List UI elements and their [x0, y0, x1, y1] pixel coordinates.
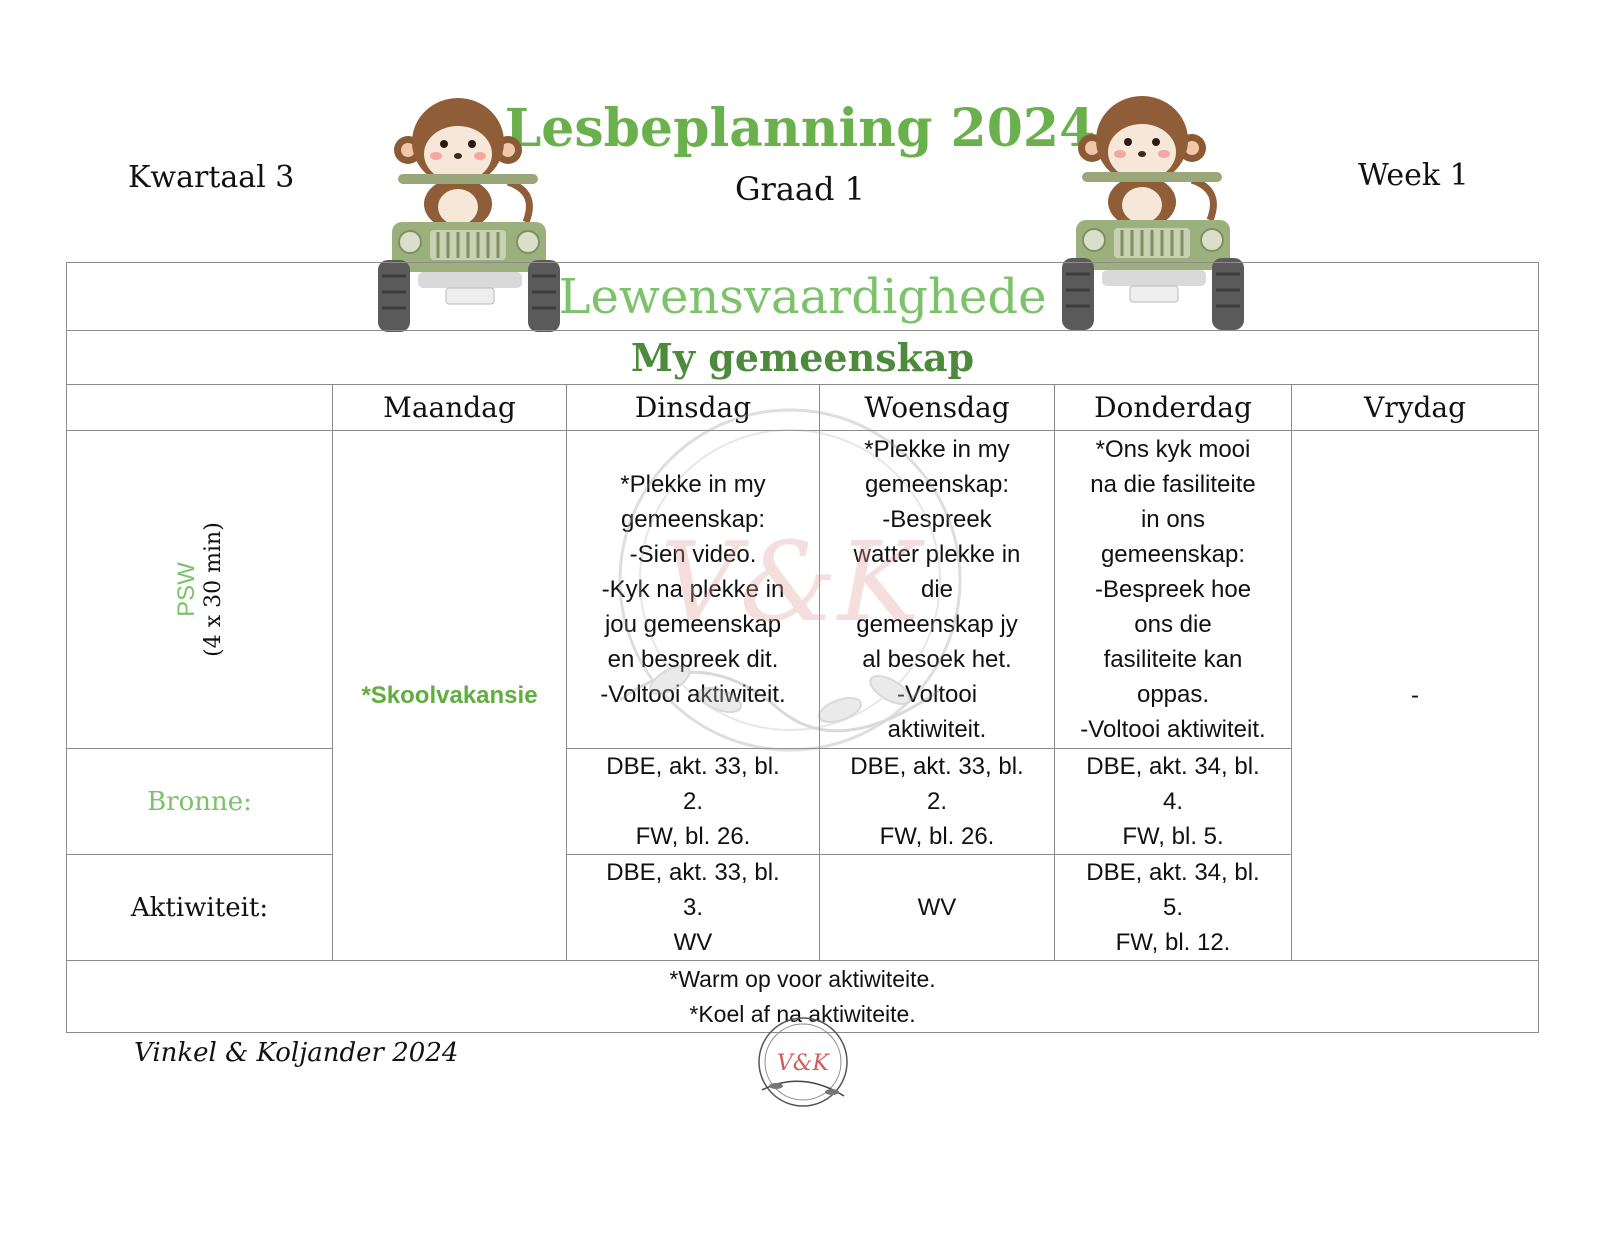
- psw-label: PSW: [173, 562, 200, 617]
- tuesday-lesson: *Plekke in my gemeenskap: -Sien video. -…: [600, 471, 786, 708]
- logo-text: V&K: [777, 1051, 830, 1076]
- corner-cell: [66, 384, 333, 431]
- footer-logo: V&K: [758, 1017, 848, 1107]
- subject-heading: Lewensvaardighede: [65, 262, 1540, 331]
- tuesday-resources: DBE, akt. 33, bl. 2. FW, bl. 26.: [606, 753, 780, 850]
- day-header-friday: Vrydag: [1290, 384, 1540, 431]
- thursday-resources: DBE, akt. 34, bl. 4. FW, bl. 5.: [1086, 753, 1260, 850]
- notes-cell: *Warm op voor aktiwiteite. *Koel af na a…: [65, 960, 1540, 1033]
- bronne-label: Bronne:: [66, 748, 333, 855]
- footer-credit: Vinkel & Koljander 2024: [134, 1038, 459, 1068]
- note-warm-up: *Warm op voor aktiwiteite.: [669, 965, 936, 992]
- aktiwiteit-label: Aktiwiteit:: [66, 854, 333, 961]
- thursday-lesson: *Ons kyk mooi na die fasiliteite in ons …: [1080, 436, 1266, 743]
- week-label: Week 1: [1358, 158, 1469, 193]
- lesson-plan-table: Lewensvaardighede My gemeenskap Maandag …: [65, 262, 1540, 1033]
- wednesday-resources: DBE, akt. 33, bl. 2. FW, bl. 26.: [850, 753, 1024, 850]
- tuesday-activity: DBE, akt. 33, bl. 3. WV: [606, 859, 780, 956]
- friday-cell: -: [1290, 430, 1540, 961]
- note-cool-down: *Koel af na aktiwiteite.: [689, 1000, 916, 1027]
- grade-label: Graad 1: [734, 170, 866, 208]
- day-header-wednesday: Woensdag: [819, 384, 1055, 431]
- page-title: Lesbeplanning 2024: [504, 98, 1096, 159]
- wednesday-activity: WV: [917, 894, 957, 921]
- psw-label-cell: PSW (4 x 30 min): [66, 430, 333, 749]
- day-header-monday: Maandag: [332, 384, 567, 431]
- monday-holiday-cell: *Skoolvakansie: [332, 430, 567, 961]
- term-label: Kwartaal 3: [128, 160, 295, 195]
- day-header-tuesday: Dinsdag: [566, 384, 820, 431]
- thursday-activity: DBE, akt. 34, bl. 5. FW, bl. 12.: [1086, 859, 1260, 956]
- psw-duration: (4 x 30 min): [201, 522, 226, 657]
- day-header-thursday: Donderdag: [1054, 384, 1292, 431]
- theme-heading: My gemeenskap: [65, 330, 1540, 385]
- wednesday-lesson: *Plekke in my gemeenskap: -Bespreek watt…: [853, 436, 1021, 743]
